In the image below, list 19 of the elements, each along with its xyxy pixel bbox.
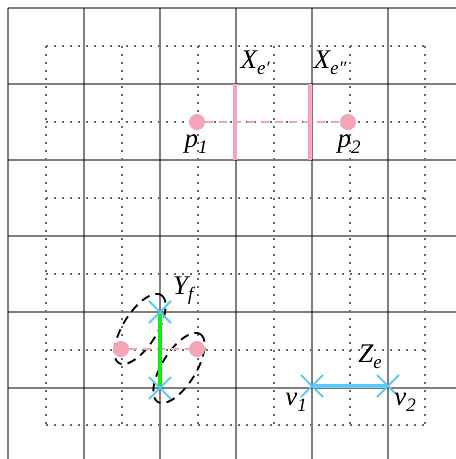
point-dot [189,114,205,130]
point-label: p$_{2}$ [338,125,360,157]
math-label: X$_{e′}$ [240,46,270,78]
point-label: v$_{2}$ [394,383,416,415]
cross-mark [148,300,172,324]
math-label: Z$_{e}$ [358,340,382,372]
connector-line [313,384,387,388]
math-label: X$_{e″}$ [314,46,346,78]
math-label: Y$_{f}$ [172,272,194,304]
cross-mark [300,374,324,398]
point-label: v$_{1}$ [285,383,307,415]
cross-mark [148,376,172,400]
connector-line [129,348,189,350]
connector-line [158,313,162,387]
point-dot [189,341,205,357]
point-dot [113,341,129,357]
point-label: p$_{1}$ [184,125,208,157]
connector-line [205,121,340,123]
point-dot [340,114,356,130]
